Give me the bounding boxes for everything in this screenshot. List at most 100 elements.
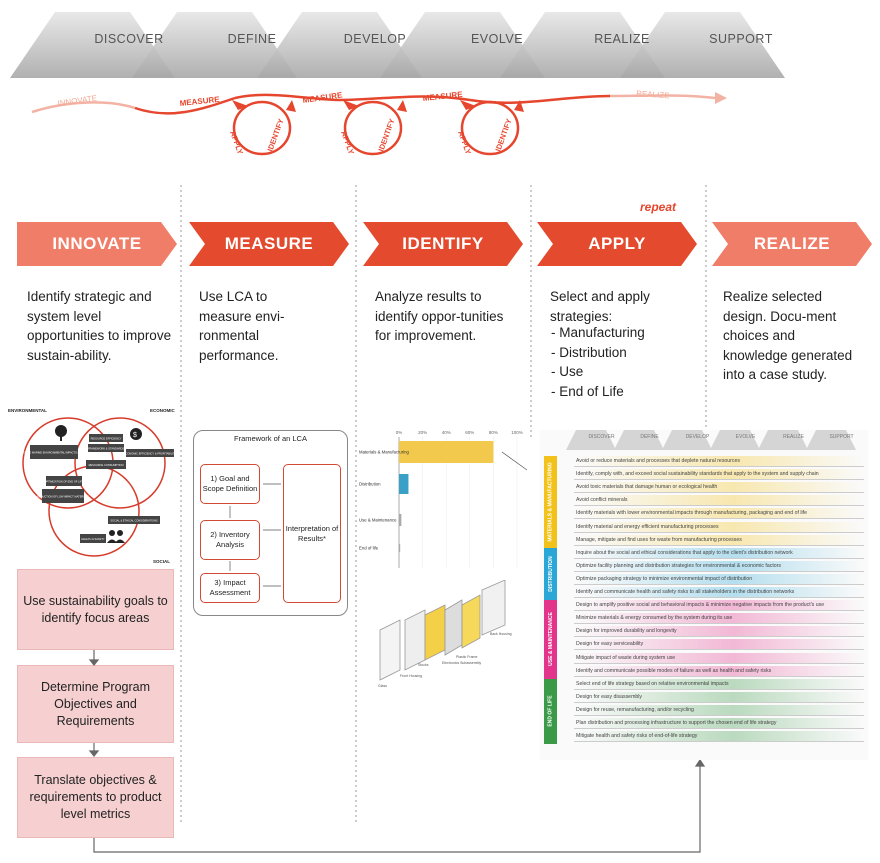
phase-evolve: EVOLVE xyxy=(470,32,524,46)
flow-identify-label-3: IDENTIFY xyxy=(493,117,513,152)
venn-item-label: CONSIDERING MARINE ENVIRONMENTAL IMPACTS… xyxy=(13,450,95,454)
strategy-tab-develop: DEVELOP xyxy=(685,434,710,440)
x-tick-label: 20% xyxy=(418,430,427,435)
apply-use: - Use xyxy=(551,364,584,379)
step-arrow-identify: IDENTIFY xyxy=(363,222,523,266)
tree-icon xyxy=(55,425,67,437)
part-label: Electronics Subassembly xyxy=(442,661,481,665)
strategy-row: Design for reuse, remanufacturing, and/o… xyxy=(574,704,864,716)
process-box-metrics: Translate objectives & requirements to p… xyxy=(17,757,174,838)
strategy-row: Identify and communicate possible modes … xyxy=(574,665,864,677)
step-label: INNOVATE xyxy=(52,234,142,253)
x-tick-label: 40% xyxy=(442,430,451,435)
venn-environmental-label: ENVIRONMENTAL xyxy=(8,408,47,413)
strategy-tab-support: SUPPORT xyxy=(829,434,854,440)
phase-develop: DEVELOP xyxy=(343,32,407,46)
step-label: MEASURE xyxy=(224,234,314,253)
venn-item-box xyxy=(108,516,160,524)
bar-1 xyxy=(399,474,409,494)
venn-item-box xyxy=(80,534,106,543)
category-label: Distribution xyxy=(359,482,381,487)
category-label: Materials & Manufacturing xyxy=(359,450,410,455)
strategy-row: Avoid or reduce materials and processes … xyxy=(574,456,864,467)
step-arrow-realize: REALIZE xyxy=(712,222,872,266)
lca-framework-panel xyxy=(193,430,348,616)
strategy-tab-realize: REALIZE xyxy=(783,434,804,440)
mini-mountain xyxy=(566,430,616,450)
venn-item-label: RESOURCE EFFICIENCY xyxy=(91,436,122,440)
apply-strategy-list: - Manufacturing - Distribution - Use - E… xyxy=(551,323,645,401)
strategy-row: Identify and communicate health and safe… xyxy=(574,587,864,598)
venn-item-box xyxy=(46,476,82,486)
strategy-tab-mountains xyxy=(566,430,856,450)
strategy-category-label: DISTRIBUTION xyxy=(547,556,554,592)
flow-identify-label-2: IDENTIFY xyxy=(376,117,396,152)
flow-apply-label-2: APPLY xyxy=(339,130,356,156)
venn-economic-label: ECONOMIC xyxy=(150,408,176,413)
step-label: REALIZE xyxy=(753,234,831,253)
part-label: Plastic Frame xyxy=(456,655,477,659)
part-label: Front Housing xyxy=(400,674,422,678)
strategy-row: Design for easy disassembly xyxy=(574,691,864,703)
mini-mountain xyxy=(614,430,664,450)
strategy-row: Mitigate impact of waste during system u… xyxy=(574,652,864,664)
apply-manufacturing: - Manufacturing xyxy=(551,325,645,340)
phase-mountains xyxy=(10,12,785,78)
step-description-apply: Select and apply strategies: xyxy=(550,289,650,324)
strategy-category-2: USE & MAINTENANCE xyxy=(544,600,557,679)
phase-mountain xyxy=(380,12,545,78)
strategy-row: Optimize packaging strategy to minimize … xyxy=(574,573,864,585)
bar-0 xyxy=(399,441,494,463)
mini-mountain xyxy=(710,430,760,450)
strategy-category-0: MATERIALS & MANUFACTURING xyxy=(544,456,557,548)
bar-3 xyxy=(399,544,401,552)
phase-discover: DISCOVER xyxy=(94,32,164,46)
venn-item-label: FRAMEWORK & STANDARDS xyxy=(88,446,124,450)
venn-item-box xyxy=(30,445,78,459)
step-arrow-apply: APPLY xyxy=(537,222,697,266)
strategy-row: Plan distribution and processing infrast… xyxy=(574,718,864,729)
strategy-row: Design to amplify positive social and be… xyxy=(574,600,864,612)
strategy-tab-evolve: EVOLVE xyxy=(735,434,756,440)
flow-innovate-label: INNOVATE xyxy=(57,94,98,108)
strategy-row: Identify material and energy efficient m… xyxy=(574,521,864,533)
strategy-category-3: END OF LIFE xyxy=(544,678,557,745)
strategy-row: Identify, comply with, and exceed social… xyxy=(574,469,864,481)
step-label: IDENTIFY xyxy=(402,234,484,253)
phase-mountain xyxy=(10,12,175,78)
step-label: APPLY xyxy=(588,234,646,253)
strategy-row: Avoid conflict minerals xyxy=(574,495,864,507)
venn-item-label: HEALTH & SAFETY xyxy=(81,537,105,541)
bar-2 xyxy=(399,514,402,526)
step-arrow-innovate: INNOVATE xyxy=(17,222,177,266)
step-description-measure: Use LCA to measure envi-ronmental perfor… xyxy=(199,289,285,363)
process-box-objectives: Determine Program Objectives and Require… xyxy=(17,665,174,743)
phase-support: SUPPORT xyxy=(709,32,773,46)
repeat-label: repeat xyxy=(640,200,677,214)
venn-item-box xyxy=(86,460,126,469)
step-description-identify: Analyze results to identify oppor-tuniti… xyxy=(375,289,504,343)
strategy-row: Manage, mitigate and find uses for waste… xyxy=(574,534,864,546)
lca-title: Framework of an LCA xyxy=(234,434,307,443)
category-label: Use & Maintenance xyxy=(359,518,397,523)
flow-measure-label-3: MEASURE xyxy=(422,90,463,103)
phase-realize: REALIZE xyxy=(594,32,650,46)
strategy-table-bg xyxy=(540,430,868,760)
strategy-row: Select end of life strategy based on rel… xyxy=(574,678,864,690)
flow-apply-label-1: APPLY xyxy=(228,130,245,156)
flow-measure-label-1: MEASURE xyxy=(179,95,220,108)
phase-mountain xyxy=(620,12,785,78)
x-tick-label: 0% xyxy=(396,430,403,435)
strategy-row: Avoid toxic materials that damage human … xyxy=(574,482,864,494)
strategy-row: Minimize materials & energy consumed by … xyxy=(574,613,864,625)
part-label: Back Housing xyxy=(490,632,512,636)
category-label: End of life xyxy=(359,546,379,551)
strategy-row: Mitigate health and safety risks of end-… xyxy=(574,731,864,743)
venn-item-box xyxy=(88,444,124,452)
step-description-innovate: Identify strategic and system level oppo… xyxy=(27,289,172,363)
venn-item-box xyxy=(42,489,84,503)
strategy-category-1: DISTRIBUTION xyxy=(544,547,557,601)
part-label: Stocks xyxy=(418,663,429,667)
phase-define: DEFINE xyxy=(227,32,277,46)
